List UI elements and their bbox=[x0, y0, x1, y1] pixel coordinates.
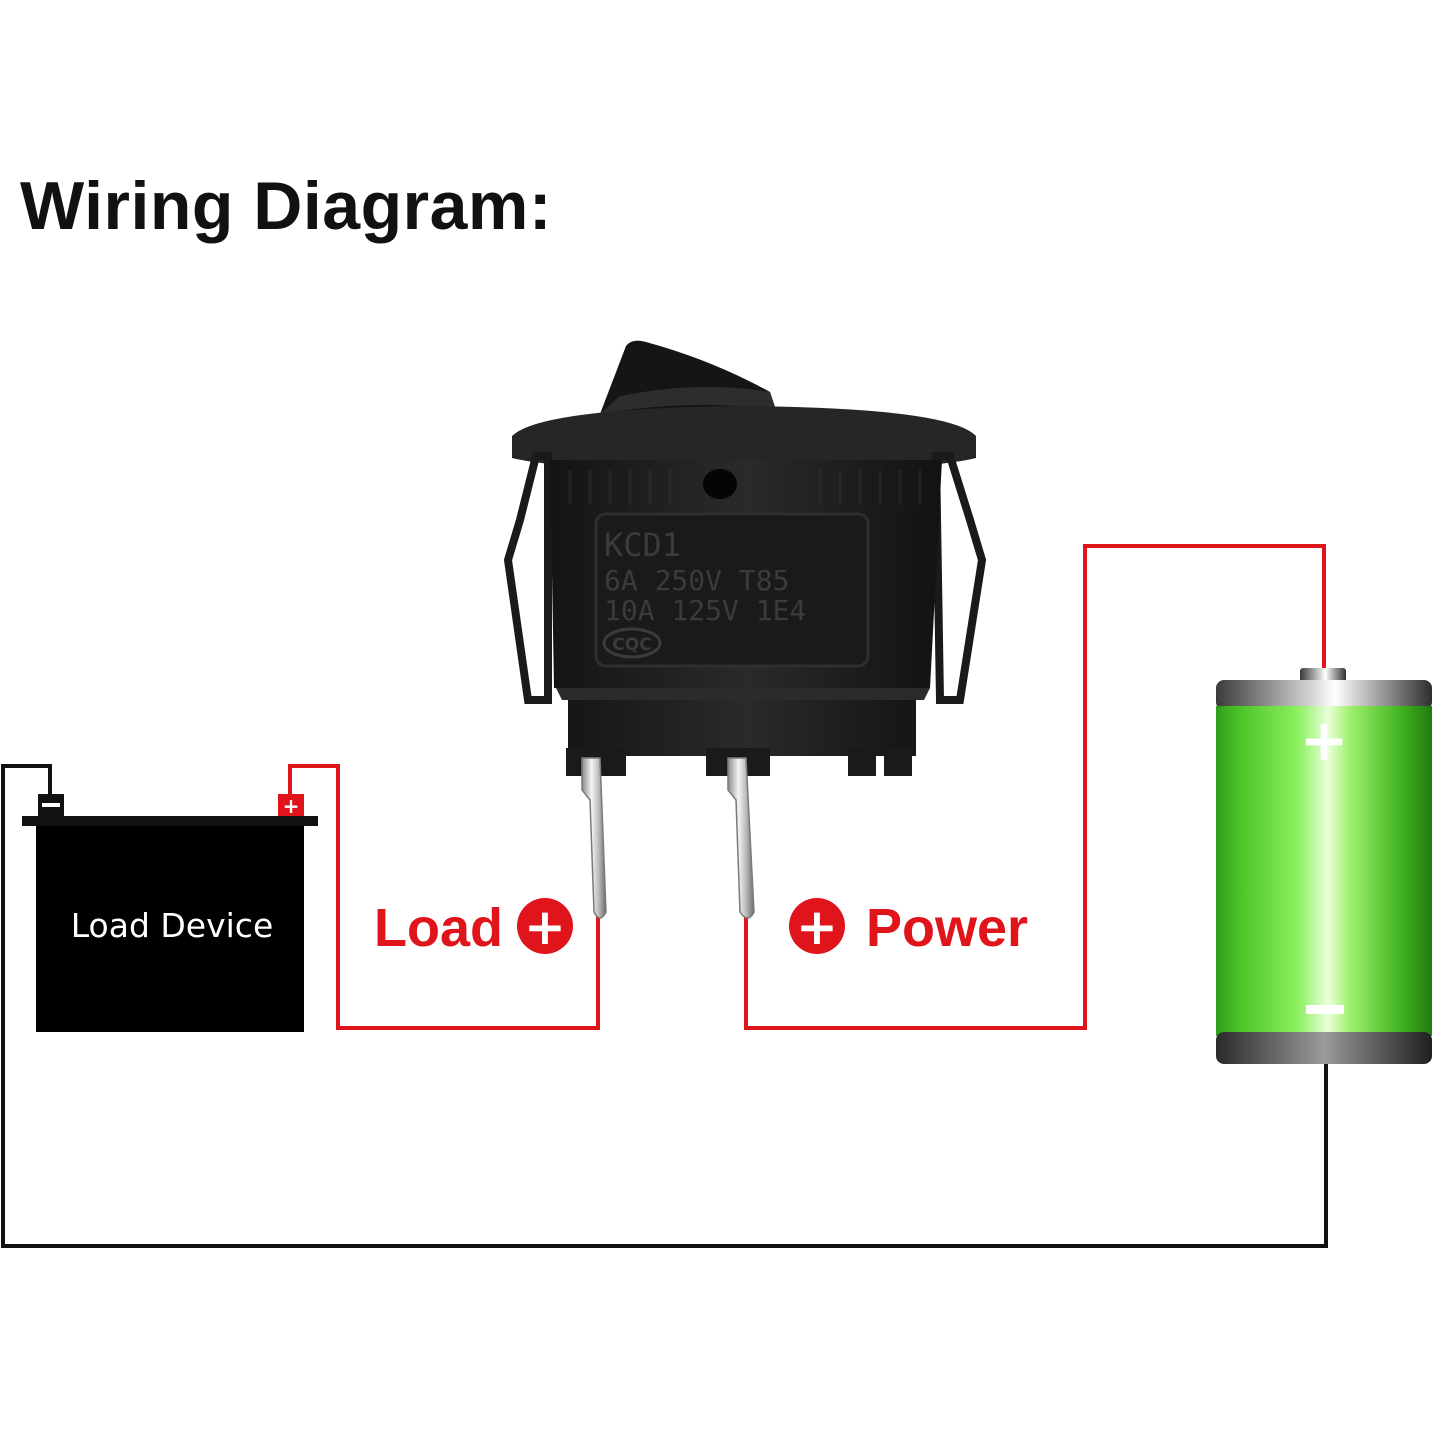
switch-pin-power bbox=[727, 757, 755, 919]
load-wire bbox=[288, 764, 600, 1030]
load-device-positive-symbol: + bbox=[283, 794, 300, 818]
rocker-switch: KCD1 6A 250V T85 10A 125V 1E4 CQC bbox=[503, 340, 987, 919]
switch-bezel bbox=[512, 406, 976, 472]
battery-top-cap bbox=[1216, 680, 1432, 710]
load-label: Load bbox=[374, 898, 503, 958]
load-device-lid bbox=[22, 816, 318, 826]
switch-clip-left bbox=[503, 452, 552, 704]
power-label: Power bbox=[866, 898, 1028, 958]
battery-bottom-cap bbox=[1216, 1032, 1432, 1064]
switch-pin-load bbox=[581, 757, 607, 919]
page-title: Wiring Diagram: bbox=[20, 168, 553, 244]
battery-negative-icon bbox=[1306, 1005, 1344, 1014]
power-terminal-label: + Power bbox=[789, 898, 1028, 958]
load-terminal-label: Load + bbox=[374, 898, 573, 958]
load-plus-icon bbox=[517, 898, 573, 954]
power-wire bbox=[744, 544, 1326, 1030]
switch-marking-logo: CQC bbox=[612, 635, 651, 655]
power-plus-icon bbox=[789, 898, 845, 954]
negative-wire bbox=[1, 764, 1328, 1248]
power-plus-symbol: + bbox=[796, 898, 838, 956]
battery: + − bbox=[1216, 668, 1432, 1064]
battery-body bbox=[1216, 706, 1432, 1036]
wires bbox=[1, 544, 1328, 1248]
switch-clip-right bbox=[931, 452, 987, 704]
load-plus-symbol: + bbox=[524, 898, 566, 956]
switch-marking-line1: KCD1 bbox=[604, 526, 681, 564]
battery-positive-symbol: + bbox=[1300, 706, 1349, 774]
switch-marking-line3: 10A 125V 1E4 bbox=[604, 594, 806, 627]
load-device-terminal-positive bbox=[278, 794, 304, 816]
switch-hole bbox=[703, 469, 737, 499]
switch-marking-plate bbox=[594, 512, 870, 668]
switch-marking-line2: 6A 250V T85 bbox=[604, 564, 789, 597]
load-device: − + Load Device bbox=[22, 794, 318, 1032]
load-device-body bbox=[36, 826, 304, 1032]
load-device-label: Load Device bbox=[71, 906, 274, 945]
